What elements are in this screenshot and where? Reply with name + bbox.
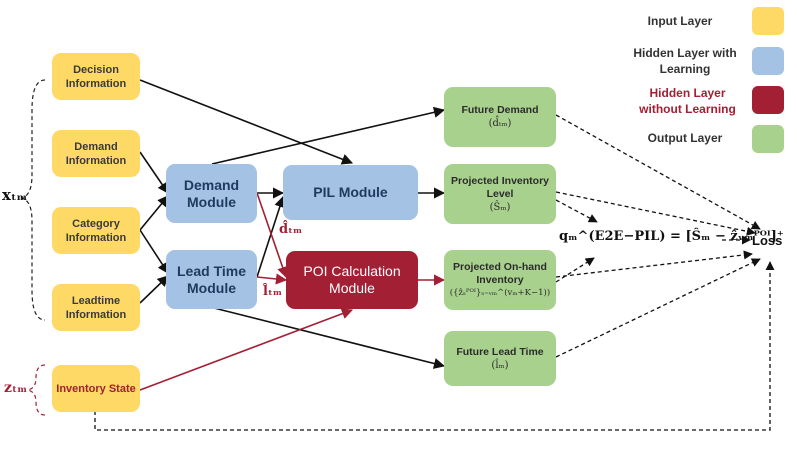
decision-information-label: Decision Information [65, 63, 127, 90]
legend-output-label: Output Layer [647, 131, 723, 145]
leadtime-module-label: Lead Time Module [177, 262, 246, 296]
future-demand-label: Future Demand [461, 104, 539, 116]
future-leadtime-box: Future Lead Time (l̂ₘ) [444, 331, 556, 386]
x-input-brace [19, 79, 46, 321]
arrow-decision-to-pil [139, 79, 354, 165]
arrow-leadtime-module-to-poi [256, 273, 288, 285]
x-input-label: xₜₘ [2, 186, 28, 204]
dashed-projected-onhand-to-loss [555, 250, 753, 278]
legend-hidden-no-learning-label: Hidden Layer without Learning [639, 86, 736, 116]
legend-hidden-learning-label: Hidden Layer with Learning [633, 46, 737, 76]
projected-inventory-symbol: (Ŝₘ) [489, 201, 511, 213]
leadtime-information-box: Leadtime Information [52, 284, 140, 331]
projected-onhand-box: Projected On-hand Inventory ({ẑₛᴾᴼᴵ}ₛ₌ᵥₘ… [444, 250, 556, 310]
dashed-projected-inventory-to-formula [555, 199, 598, 223]
dashed-inventory-to-loss [94, 261, 775, 431]
demand-information-box: Demand Information [52, 130, 140, 177]
z-input-brace [27, 364, 46, 416]
legend-input-label: Input Layer [647, 14, 713, 28]
legend-hidden-learning-swatch [752, 47, 784, 75]
arrow-inventory-to-poi [139, 308, 354, 391]
pil-module-label: PIL Module [313, 184, 388, 200]
pil-module-box: PIL Module [283, 165, 418, 220]
arrow-leadtime-module-to-pil [256, 195, 286, 278]
demand-information-label: Demand Information [65, 140, 127, 167]
dashed-future-leadtime-to-loss [555, 258, 761, 358]
dashed-future-demand-to-loss [555, 114, 761, 230]
poi-module-box: POI Calculation Module [286, 251, 418, 309]
projected-onhand-symbol: ({ẑₛᴾᴼᴵ}ₛ₌ᵥₘ^(vₘ+K−1)) [449, 287, 551, 298]
legend-output-swatch [752, 125, 784, 153]
demand-module-box: Demand Module [166, 164, 257, 223]
loss-label: Loss [752, 233, 783, 248]
projected-inventory-box: Projected Inventory Level (Ŝₘ) [444, 164, 556, 224]
z-input-label: zₜₘ [4, 380, 28, 396]
future-leadtime-label: Future Lead Time [456, 345, 544, 358]
future-demand-symbol: (d̂ₜₘ) [488, 118, 512, 129]
arrow-category-to-demand-module [139, 195, 169, 231]
legend-hidden-no-learning-swatch [752, 86, 784, 114]
dashed-projected-onhand-to-formula [555, 257, 595, 283]
category-information-label: Category Information [65, 217, 127, 244]
arrow-demand-to-demand-module [139, 151, 169, 194]
arrow-category-to-leadtime-module [139, 229, 169, 274]
decision-information-box: Decision Information [52, 53, 140, 100]
future-demand-box: Future Demand (d̂ₜₘ) [444, 87, 556, 147]
inventory-state-box: Inventory State [52, 365, 140, 412]
demand-module-label: Demand Module [183, 176, 240, 210]
inventory-state-label: Inventory State [56, 382, 136, 395]
d-hat-label: d̂ₜₘ [279, 222, 303, 237]
e2e-pil-formula: qₘ^(E2E−PIL) = [Ŝₘ − ẑᵥₘᴾᴼᴵ]⁺ [559, 229, 784, 244]
arrow-demand-module-to-future-demand [211, 106, 446, 165]
arrow-leadtime-module-to-future-leadtime [209, 306, 446, 369]
leadtime-information-label: Leadtime Information [65, 294, 127, 321]
arrow-leadtime-to-leadtime-module [139, 275, 169, 304]
projected-inventory-label: Projected Inventory Level [450, 174, 550, 200]
legend-input-swatch [752, 7, 784, 35]
projected-onhand-label: Projected On-hand Inventory [453, 260, 547, 286]
poi-module-label: POI Calculation Module [303, 263, 401, 296]
arrow-demand-module-to-poi [256, 192, 289, 279]
future-leadtime-symbol: (l̂ₘ) [491, 359, 509, 371]
dashed-projected-inventory-to-loss [555, 191, 756, 236]
leadtime-module-box: Lead Time Module [166, 250, 257, 309]
l-hat-label: l̂ₜₘ [263, 284, 283, 299]
category-information-box: Category Information [52, 207, 140, 254]
